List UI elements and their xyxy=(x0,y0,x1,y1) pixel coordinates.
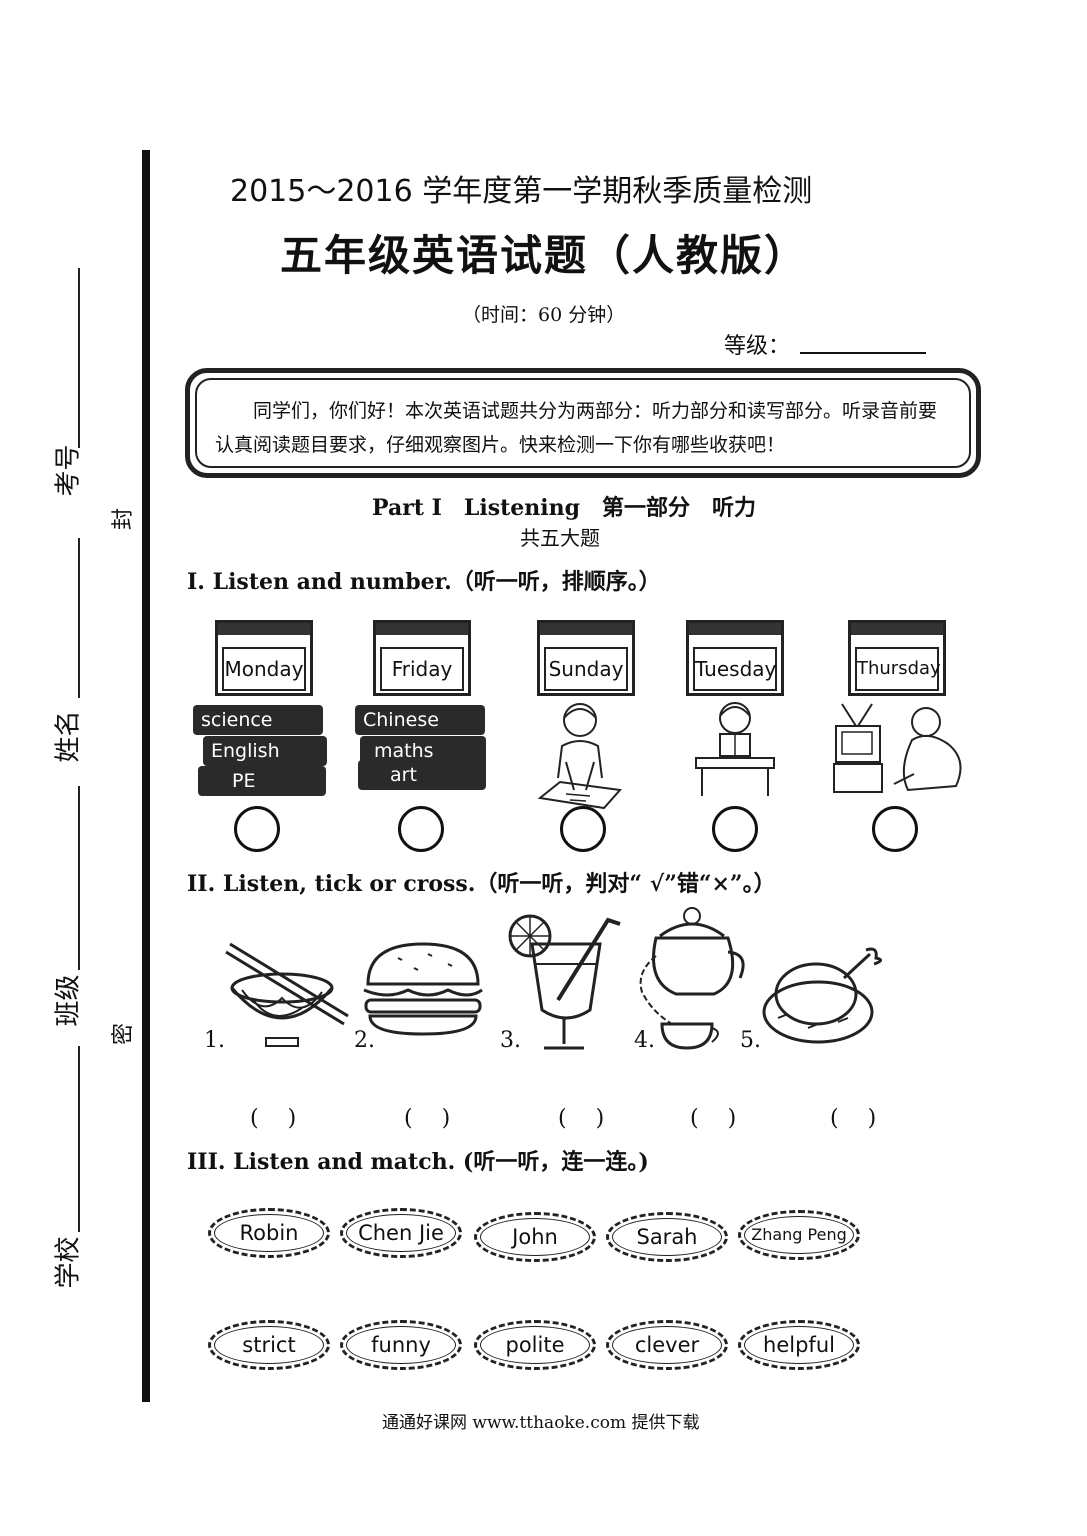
answer-circle-4[interactable] xyxy=(712,806,758,852)
calendar-day-label: Monday xyxy=(222,647,306,691)
school-line xyxy=(78,1046,80,1232)
calendar-rings xyxy=(218,623,310,635)
exam-title: 2015～2016 学年度第一学期秋季质量检测 xyxy=(230,174,813,209)
name-oval-sarah[interactable]: Sarah xyxy=(606,1212,728,1262)
calendar-day-label: Sunday xyxy=(544,647,628,691)
class-label: 班级 xyxy=(53,974,84,1027)
name-oval-chen-jie[interactable]: Chen Jie xyxy=(340,1208,462,1258)
noodles-icon xyxy=(225,942,349,1047)
answer-circle-2[interactable] xyxy=(398,806,444,852)
boy-reading-picture xyxy=(695,702,775,796)
seal-label: 封 xyxy=(111,507,137,531)
grade-label: 等级： xyxy=(724,334,791,359)
book-art: art xyxy=(358,760,486,790)
answer-paren-2[interactable]: ( ) xyxy=(404,1106,451,1131)
hamburger-icon xyxy=(363,942,483,1036)
secret-label: 密 xyxy=(111,1022,137,1046)
section1-title: I. Listen and number.（听一听，排顺序。） xyxy=(187,569,661,595)
section2-title: II. Listen, tick or cross.（听一听，判对“ √”错“×… xyxy=(187,871,776,897)
name-oval-robin[interactable]: Robin xyxy=(208,1208,330,1258)
notice-text: 同学们，你们好！本次英语试题共分为两部分：听力部分和读写部分。听录音前要认真阅读… xyxy=(195,378,971,468)
trait-oval-polite[interactable]: polite xyxy=(474,1320,596,1370)
oval-inner-ring xyxy=(214,1214,324,1252)
answer-circle-1[interactable] xyxy=(234,806,280,852)
exam-no-line xyxy=(78,268,80,448)
trait-oval-clever[interactable]: clever xyxy=(606,1320,728,1370)
time-limit: （时间：60 分钟） xyxy=(462,304,626,326)
item-number-3: 3. xyxy=(500,1028,521,1053)
answer-paren-4[interactable]: ( ) xyxy=(690,1106,737,1131)
name-line xyxy=(78,538,80,698)
book-english: English xyxy=(203,736,327,766)
oval-inner-ring xyxy=(346,1326,456,1364)
tea-icon xyxy=(639,907,745,1050)
part-title: Part I Listening 第一部分 听力 xyxy=(372,495,757,521)
oval-inner-ring xyxy=(612,1326,722,1364)
boy-drawing-picture xyxy=(537,703,622,810)
notice-box: 同学们，你们好！本次英语试题共分为两部分：听力部分和读写部分。听录音前要认真阅读… xyxy=(185,368,981,478)
oval-inner-ring xyxy=(214,1326,324,1364)
item-number-4: 4. xyxy=(634,1028,655,1053)
binding-bar xyxy=(142,150,150,1402)
answer-circle-5[interactable] xyxy=(872,806,918,852)
oval-inner-ring xyxy=(480,1218,590,1256)
tv-watching-picture xyxy=(833,703,962,793)
juice-icon xyxy=(508,914,621,1050)
oval-inner-ring xyxy=(744,1326,854,1364)
answer-paren-1[interactable]: ( ) xyxy=(250,1106,297,1131)
grade-input-line[interactable] xyxy=(800,352,926,354)
oval-inner-ring xyxy=(480,1326,590,1364)
calendar-friday: Friday xyxy=(373,620,471,696)
oval-inner-ring xyxy=(744,1216,854,1254)
section3-title: III. Listen and match. (听一听，连一连。) xyxy=(187,1149,649,1175)
book-pe: PE xyxy=(198,766,326,796)
book-science: science xyxy=(193,705,323,735)
calendar-rings xyxy=(376,623,468,635)
school-label: 学校 xyxy=(53,1236,84,1289)
calendar-monday: Monday xyxy=(215,620,313,696)
trait-oval-funny[interactable]: funny xyxy=(340,1320,462,1370)
question-count: 共五大题 xyxy=(520,526,600,550)
trait-oval-strict[interactable]: strict xyxy=(208,1320,330,1370)
calendar-day-label: Friday xyxy=(380,647,464,691)
item-number-1: 1. xyxy=(204,1028,225,1053)
exam-subtitle: 五年级英语试题（人教版） xyxy=(280,231,809,280)
calendar-sunday: Sunday xyxy=(537,620,635,696)
calendar-day-label: Thursday xyxy=(855,647,941,691)
calendar-thursday: Thursday xyxy=(848,620,946,696)
answer-paren-3[interactable]: ( ) xyxy=(558,1106,605,1131)
book-chinese: Chinese xyxy=(355,705,485,735)
calendar-rings xyxy=(689,623,781,635)
oval-inner-ring xyxy=(346,1214,456,1252)
calendar-tuesday: Tuesday xyxy=(686,620,784,696)
item-number-2: 2. xyxy=(354,1028,375,1053)
calendar-rings xyxy=(851,623,943,635)
oval-inner-ring xyxy=(612,1218,722,1256)
answer-paren-5[interactable]: ( ) xyxy=(830,1106,877,1131)
class-line xyxy=(78,786,80,970)
calendar-rings xyxy=(540,623,632,635)
trait-oval-helpful[interactable]: helpful xyxy=(738,1320,860,1370)
calendar-day-label: Tuesday xyxy=(693,647,777,691)
name-label: 姓名 xyxy=(53,710,84,763)
footer-credit: 通通好课网 www.tthaoke.com 提供下载 xyxy=(382,1413,700,1433)
exam-no-label: 考号 xyxy=(53,444,84,497)
item-number-5: 5. xyxy=(740,1028,761,1053)
answer-circle-3[interactable] xyxy=(560,806,606,852)
chicken-icon xyxy=(762,947,882,1044)
name-oval-zhang-peng[interactable]: Zhang Peng xyxy=(738,1210,860,1260)
name-oval-john[interactable]: John xyxy=(474,1212,596,1262)
